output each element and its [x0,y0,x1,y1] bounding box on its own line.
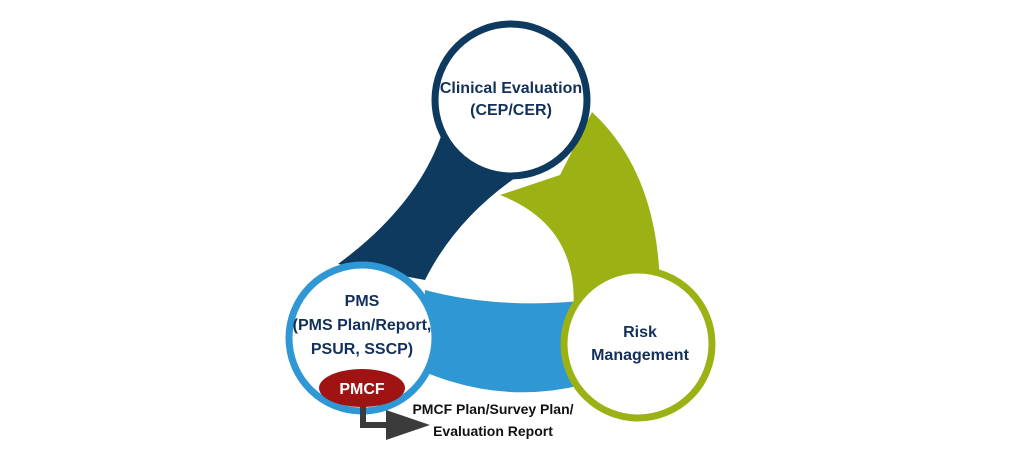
pms-label-line2: (PMS Plan/Report, [293,317,432,334]
pmcf-arrow-head [386,410,430,440]
risk-label-line2: Management [591,347,689,364]
risk-label-line1: Risk [623,324,657,341]
clinical-label-line2: (CEP/CER) [470,102,552,119]
band-pms-risk [420,290,590,393]
node-risk [560,266,716,422]
pms-label-line1: PMS [345,293,380,310]
pmcf-badge [319,369,405,407]
pmcf-badge-label: PMCF [339,381,385,398]
pms-label-line3: PSUR, SSCP) [311,341,413,358]
pmcf-arrow-line [360,404,388,428]
pmcf-output-line2: Evaluation Report [433,423,553,439]
clinical-label-line1: Clinical Evaluation [440,80,582,97]
node-clinical [431,20,591,180]
pmcf-output-line1: PMCF Plan/Survey Plan/ [412,401,573,417]
